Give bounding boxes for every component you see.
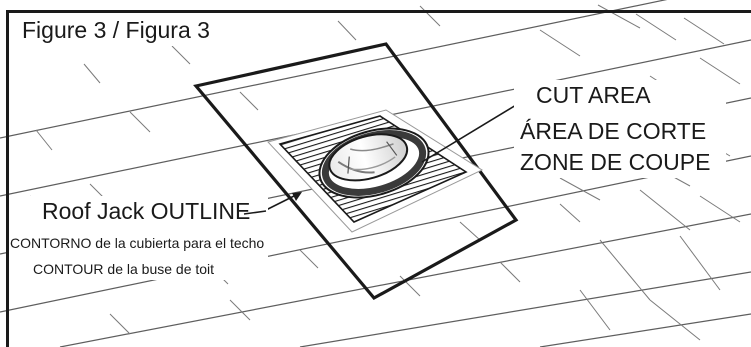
figure-frame-top <box>6 10 751 13</box>
roof-jack-label-english: Roof Jack OUTLINE <box>42 198 251 224</box>
cut-area-label-background <box>514 80 726 178</box>
figure-frame-left <box>6 10 9 347</box>
cut-area-label-english: CUT AREA <box>536 82 651 108</box>
roof-jack-arrowhead <box>292 192 302 201</box>
roof-jack-outline-shape <box>193 42 519 301</box>
roof-jack-label-background <box>6 196 268 280</box>
figure-title: Figure 3 / Figura 3 <box>22 17 210 43</box>
figure-title-background <box>14 12 228 46</box>
roof-jack-label-french: CONTOUR de la buse de toit <box>33 261 215 277</box>
vent-pipe <box>318 127 430 199</box>
cut-area-label-french: ZONE DE COUPE <box>520 149 711 175</box>
cut-area-label-spanish: ÁREA DE CORTE <box>520 118 707 144</box>
cut-area-leader <box>421 98 527 163</box>
roof-jack-label-spanish: CONTORNO de la cubierta para el techo <box>10 235 265 251</box>
